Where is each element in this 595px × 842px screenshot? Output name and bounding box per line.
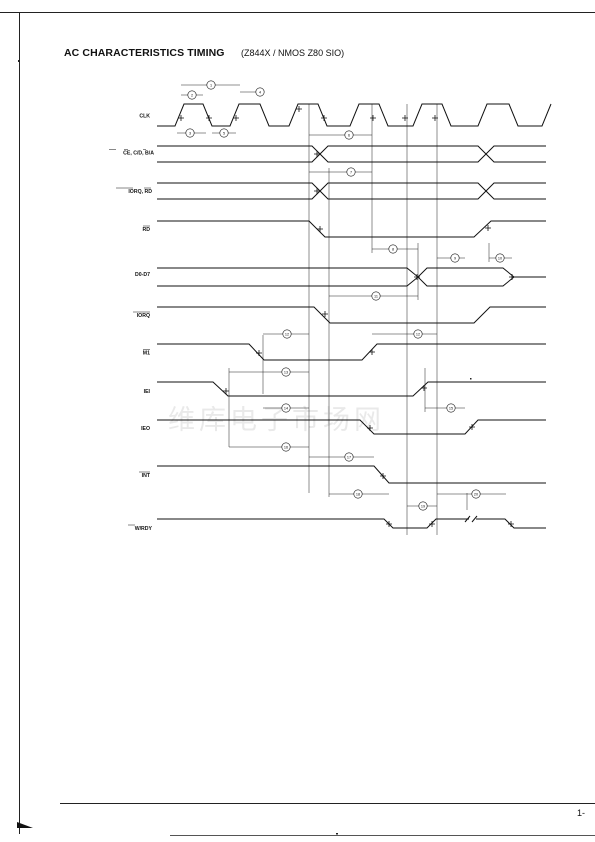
signal-label-ce-cd-ba: CE, C/D, B/A <box>123 151 154 157</box>
header: AC CHARACTERISTICS TIMING (Z844X / NMOS … <box>64 43 344 61</box>
svg-text:5: 5 <box>223 131 225 135</box>
svg-text:10: 10 <box>498 256 502 260</box>
break-symbol <box>464 515 478 523</box>
svg-text:9: 9 <box>454 256 456 260</box>
page-title: AC CHARACTERISTICS TIMING <box>64 47 225 59</box>
waveform-clk-trace <box>157 103 552 127</box>
param-marker: 6 <box>344 130 354 140</box>
svg-text:4: 4 <box>259 90 261 94</box>
waveform-int <box>157 465 546 484</box>
parameter-markers: 1 2 3 4 5 6 7 8 9 10 11 12 12 13 14 15 1… <box>185 80 505 511</box>
svg-text:1: 1 <box>210 83 212 87</box>
signal-label-overbars <box>109 149 151 526</box>
signal-label-d0-d7: D0-D7 <box>135 272 150 278</box>
param-marker: 7 <box>346 167 356 177</box>
svg-text:3: 3 <box>189 131 191 135</box>
svg-text:11: 11 <box>374 294 378 298</box>
svg-text:16: 16 <box>284 445 288 449</box>
waveform-rd <box>157 220 546 238</box>
left-margin-rule <box>19 12 20 834</box>
param-marker: 13 <box>281 367 291 377</box>
svg-text:7: 7 <box>350 170 352 174</box>
param-marker: 12 <box>413 329 423 339</box>
svg-text:6: 6 <box>348 133 350 137</box>
param-marker: 17 <box>344 452 354 462</box>
top-rule <box>0 12 595 13</box>
svg-text:12: 12 <box>416 332 420 336</box>
reference-lines <box>228 104 490 535</box>
param-marker: 16 <box>281 442 291 452</box>
param-marker: 14 <box>281 403 291 413</box>
signal-label-w-rdy: W/RDY <box>135 526 153 532</box>
param-marker: 18 <box>353 489 363 499</box>
edge-ticks <box>178 106 515 527</box>
svg-text:13: 13 <box>284 370 288 374</box>
svg-text:20: 20 <box>474 492 478 496</box>
scan-marks <box>17 60 472 835</box>
waveform-iorq <box>157 306 546 324</box>
param-marker: 1 <box>206 80 216 90</box>
svg-text:2: 2 <box>191 93 193 97</box>
signal-label-rd: RD <box>143 227 151 233</box>
svg-text:15: 15 <box>449 406 453 410</box>
signal-label-int: INT <box>142 473 151 479</box>
param-marker: 12 <box>282 329 292 339</box>
svg-text:12: 12 <box>285 332 289 336</box>
page-number: 1- <box>577 808 586 818</box>
param-marker: 10 <box>495 253 505 263</box>
signal-label-ieo: IEO <box>141 426 150 432</box>
footer-rule <box>170 835 595 836</box>
waveform-iorq-rd <box>157 182 546 200</box>
param-marker: 15 <box>446 403 456 413</box>
signal-label-iorq-rd: IORQ, RD <box>128 189 152 195</box>
signal-label-clk: CLK <box>139 114 150 120</box>
param-marker: 19 <box>418 501 428 511</box>
signal-label-iei: IEI <box>144 389 151 395</box>
waveform-m1 <box>157 343 546 361</box>
param-marker: 9 <box>450 253 460 263</box>
waveform-w-rdy <box>157 515 546 529</box>
param-marker: 5 <box>219 128 229 138</box>
dimension-lines <box>177 84 512 507</box>
signal-label-iorq: IORQ <box>137 313 150 319</box>
bottom-rule <box>60 803 595 804</box>
param-marker: 11 <box>371 291 381 301</box>
waveform-iei <box>157 381 546 397</box>
waveform-d0-d7 <box>157 267 546 287</box>
svg-text:17: 17 <box>347 455 351 459</box>
svg-text:18: 18 <box>356 492 360 496</box>
param-marker: 4 <box>255 87 265 97</box>
param-marker: 3 <box>185 128 195 138</box>
waveform-clk <box>157 103 552 127</box>
signal-labels: CLK CE, C/D, B/A IORQ, RD RD D0-D7 IORQ … <box>123 114 154 533</box>
waveform-ce-cd-ba <box>157 145 546 163</box>
svg-text:14: 14 <box>284 406 288 410</box>
param-marker: 8 <box>388 244 398 254</box>
page-subtitle: (Z844X / NMOS Z80 SIO) <box>241 48 345 58</box>
param-marker: 2 <box>187 90 197 100</box>
svg-text:8: 8 <box>392 247 394 251</box>
signal-label-m1: M1 <box>143 351 150 357</box>
waveform-ieo <box>157 419 546 435</box>
param-marker: 20 <box>471 489 481 499</box>
svg-text:19: 19 <box>421 504 425 508</box>
